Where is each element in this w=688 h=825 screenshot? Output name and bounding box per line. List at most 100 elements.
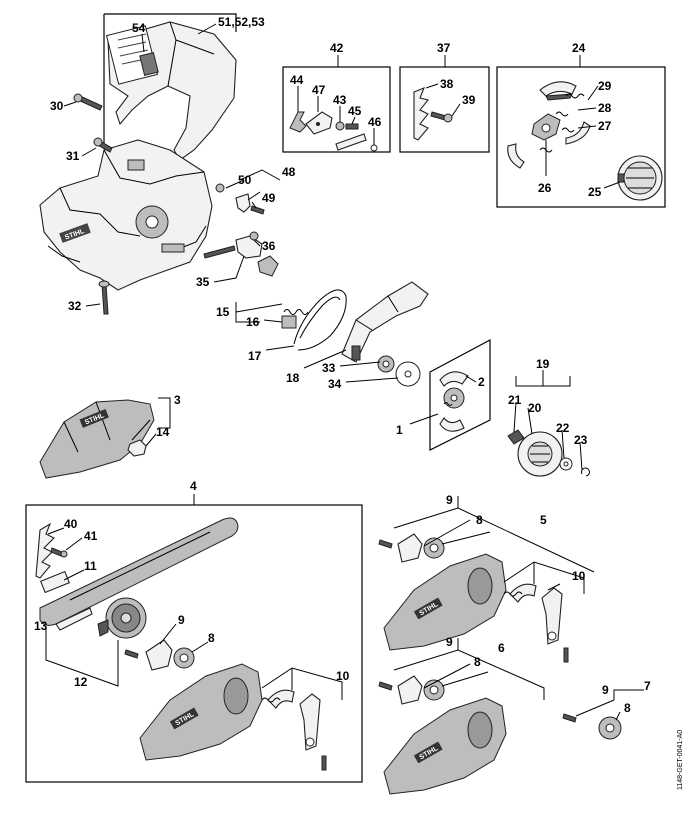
label-12: 12 — [74, 675, 88, 689]
kit-5: STIHL — [378, 496, 595, 663]
box-1 — [429, 339, 491, 451]
label-13: 13 — [34, 619, 48, 633]
label-15: 15 — [216, 305, 230, 319]
label-33: 33 — [322, 361, 336, 375]
leader-lines — [45, 23, 621, 721]
cover-6-badge — [413, 741, 443, 764]
bar-plate — [39, 570, 71, 594]
label-1: 1 — [396, 423, 403, 437]
label-18: 18 — [286, 371, 300, 385]
kit-1 — [429, 339, 491, 451]
box-42 — [282, 66, 391, 153]
side-cover-4 — [139, 663, 263, 761]
part-9a-screw — [124, 649, 139, 659]
part-15-spring — [283, 309, 309, 315]
label-48: 48 — [282, 165, 296, 179]
label-19: 19 — [536, 357, 550, 371]
kit-6: STIHL — [378, 638, 545, 795]
part-9d-screw — [562, 713, 577, 723]
shroud-group: STIHL — [39, 13, 237, 291]
part-9c-screw — [378, 681, 393, 691]
label-8a: 8 — [208, 631, 215, 645]
label-16: 16 — [246, 315, 260, 329]
part-23-clip — [581, 467, 590, 477]
side-cover-6 — [383, 697, 507, 795]
part-9a-plate — [145, 639, 173, 671]
part-36-gear — [257, 255, 279, 277]
guide-bar — [39, 517, 239, 626]
warning-sticker — [139, 51, 159, 77]
part-9b-plate — [397, 533, 423, 563]
part-16-sleeve — [281, 315, 297, 329]
part-20-drum — [517, 431, 563, 477]
kit-24 — [496, 55, 666, 208]
part-49-screw — [250, 205, 265, 215]
part-9c-plate — [397, 675, 423, 705]
label-37: 37 — [437, 41, 451, 55]
label-9a: 9 — [178, 613, 185, 627]
clutch-drum-25 — [617, 155, 663, 201]
part-17-band — [293, 289, 347, 351]
kit-37 — [399, 55, 490, 153]
part-18-lever — [341, 281, 429, 363]
label-11: 11 — [84, 559, 97, 573]
cover-badge — [79, 409, 109, 428]
clutch-spring-28 — [555, 111, 569, 117]
label-29: 29 — [598, 79, 612, 93]
clutch-spring-27 — [561, 127, 575, 133]
callout-labels: 51,52,53 54 30 31 32 42 44 47 43 45 46 3… — [34, 15, 651, 715]
screws-left — [73, 93, 113, 315]
side-cover-badge — [169, 707, 199, 730]
part-44-lever — [289, 111, 307, 133]
label-26: 26 — [538, 181, 552, 195]
kit-42 — [282, 55, 391, 153]
label-21: 21 — [508, 393, 522, 407]
label-54: 54 — [132, 21, 146, 35]
label-7: 7 — [644, 679, 651, 693]
kit-6-bracket — [393, 649, 545, 700]
label-36: 36 — [262, 239, 276, 253]
label-35: 35 — [196, 275, 210, 289]
part-43-nut — [335, 121, 345, 131]
label-28: 28 — [598, 101, 612, 115]
label-39: 39 — [462, 93, 476, 107]
bar-sprocket — [105, 597, 147, 639]
part-2-shoe — [439, 371, 469, 387]
part-14-nut — [127, 439, 147, 457]
brake-parts — [281, 281, 429, 363]
label-14: 14 — [156, 425, 170, 439]
label-42: 42 — [330, 41, 344, 55]
label-4: 4 — [190, 479, 197, 493]
part-8a-sprocket — [173, 647, 195, 669]
label-9c: 9 — [446, 635, 453, 649]
label-50: 50 — [238, 173, 252, 187]
screw-32 — [101, 283, 109, 315]
part-35-pump — [235, 235, 263, 259]
label-45: 45 — [348, 104, 362, 118]
part-21-bearing — [507, 429, 525, 445]
label-20: 20 — [528, 401, 542, 415]
label-22: 22 — [556, 421, 570, 435]
brake-kit-10a — [261, 689, 327, 771]
box-24 — [496, 66, 666, 208]
part-50-nut — [215, 183, 225, 193]
label-27: 27 — [598, 119, 612, 133]
label-9b: 9 — [446, 493, 453, 507]
kit-19 — [507, 370, 590, 477]
label-38: 38 — [440, 77, 454, 91]
spring-washer — [377, 355, 421, 387]
part-41-screw — [50, 547, 63, 557]
label-46: 46 — [368, 115, 382, 129]
label-25: 25 — [588, 185, 602, 199]
label-44: 44 — [290, 73, 304, 87]
kit-7 — [562, 689, 644, 740]
kit-7-bracket — [613, 689, 644, 700]
clutch-shoe-left — [507, 143, 525, 169]
cover-5-badge — [413, 597, 443, 620]
label-47: 47 — [312, 83, 326, 97]
clutch-spring-29 — [565, 93, 585, 99]
label-6: 6 — [498, 641, 505, 655]
label-17: 17 — [248, 349, 262, 363]
label-8d: 8 — [624, 701, 631, 715]
